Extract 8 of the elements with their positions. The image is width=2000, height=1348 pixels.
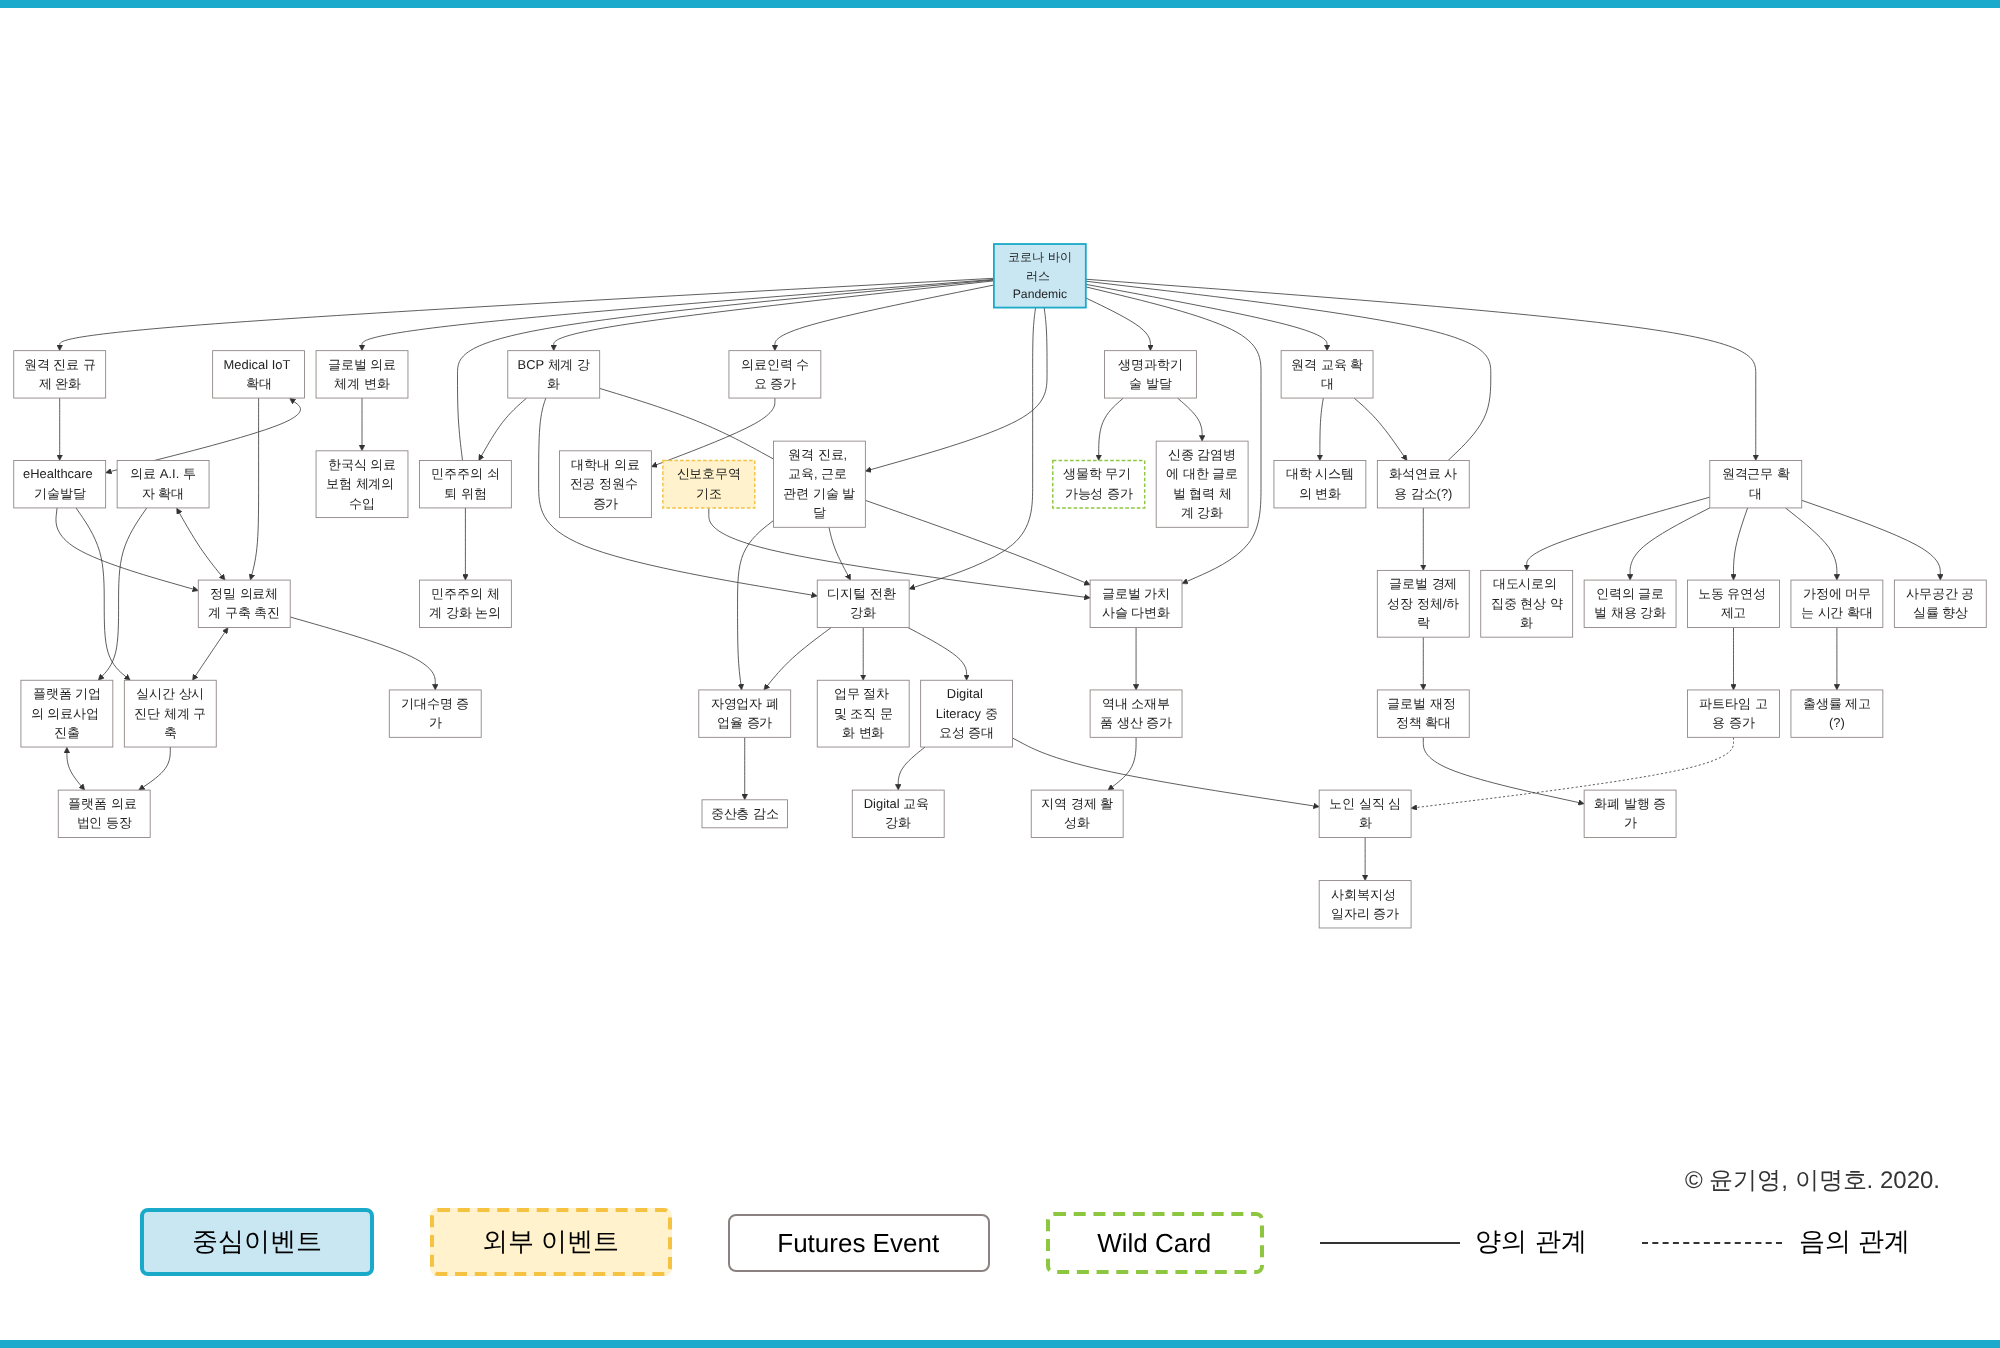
credit-note: © 윤기영, 이명호. 2020.	[1684, 1166, 1940, 1194]
legend-swatch: 중심이벤트	[140, 1208, 374, 1276]
connector	[599, 388, 774, 460]
legend-label: 양의 관계	[1475, 1224, 1587, 1260]
legend-swatch: 외부 이벤트	[430, 1208, 672, 1276]
legend-swatch: Futures Event	[727, 1213, 990, 1271]
legend-label: 음의 관계	[1798, 1224, 1910, 1260]
legend-swatch: Wild Card	[1045, 1211, 1264, 1273]
